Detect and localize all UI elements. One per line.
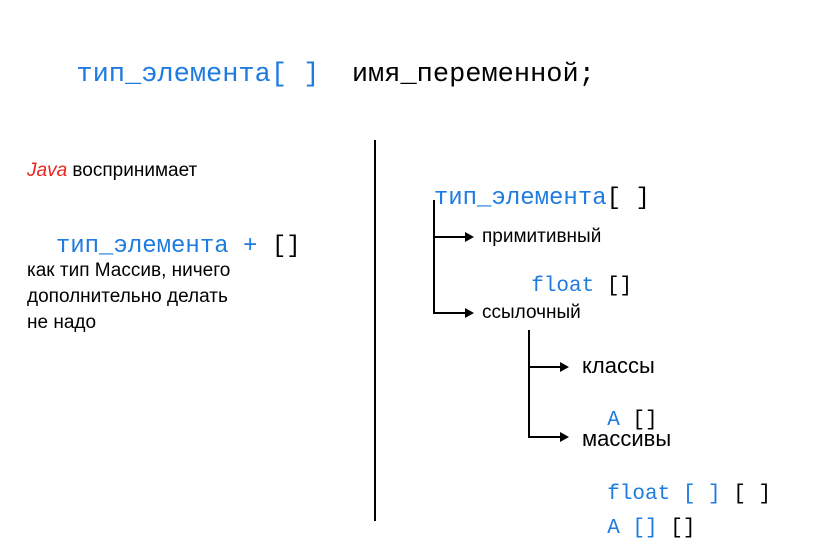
reference-label: ссылочный	[482, 302, 581, 323]
arrays-example-float-type: float [ ]	[607, 483, 721, 506]
declaration-spacer	[319, 60, 351, 90]
arrays-example-class-type: A []	[607, 517, 658, 540]
left-description: как тип Массив, ничего дополнительно дел…	[27, 258, 230, 336]
arrow-arrays-icon	[560, 432, 569, 442]
branch-line-primitive	[433, 236, 465, 238]
left-description-line: дополнительно делать	[27, 286, 228, 307]
left-expression-brackets: []	[271, 233, 301, 260]
arrays-example-class: A [] []	[582, 494, 695, 540]
array-declaration: тип_элемента[ ] имя_переменной;	[44, 30, 595, 90]
java-perceives-line: Java воспринимает	[27, 160, 197, 182]
classes-example: A []	[582, 386, 658, 432]
left-description-line: как тип Массив, ничего	[27, 260, 231, 281]
arrow-classes-icon	[560, 362, 569, 372]
classes-example-brackets: []	[619, 409, 658, 432]
arrays-example-float-brackets: [ ]	[720, 483, 772, 506]
primitive-example-type: float	[531, 275, 595, 298]
arrays-example-float: float [ ] [ ]	[582, 460, 771, 506]
arrow-primitive-icon	[465, 232, 474, 242]
classes-example-type: A	[607, 409, 620, 432]
column-divider	[374, 140, 376, 521]
arrays-label: массивы	[582, 426, 672, 451]
arrow-reference-icon	[465, 308, 474, 318]
left-description-line: не надо	[27, 312, 97, 333]
arrays-example-class-brackets: []	[657, 517, 696, 540]
left-expression-type: тип_элемента +	[55, 233, 272, 260]
primitive-example: float []	[506, 252, 632, 298]
primitive-label: примитивный	[482, 226, 602, 247]
tree-root-brackets: [ ]	[606, 185, 650, 212]
declaration-name: имя_переменной;	[351, 60, 595, 90]
java-perceives-text: воспринимает	[67, 160, 198, 181]
tree-root: тип_элемента[ ]	[405, 158, 650, 212]
branch-line-arrays	[528, 436, 560, 438]
declaration-type: тип_элемента[ ]	[76, 60, 320, 90]
branch-line-classes	[528, 366, 560, 368]
left-type-expression: тип_элемента + []	[27, 206, 301, 260]
primitive-example-brackets: []	[594, 275, 633, 298]
classes-label: классы	[582, 353, 655, 378]
tree-trunk-line	[433, 200, 435, 314]
sub-trunk-line	[528, 330, 530, 438]
branch-line-reference	[433, 312, 465, 314]
tree-root-type: тип_элемента	[433, 185, 607, 212]
java-word: Java	[27, 160, 68, 181]
